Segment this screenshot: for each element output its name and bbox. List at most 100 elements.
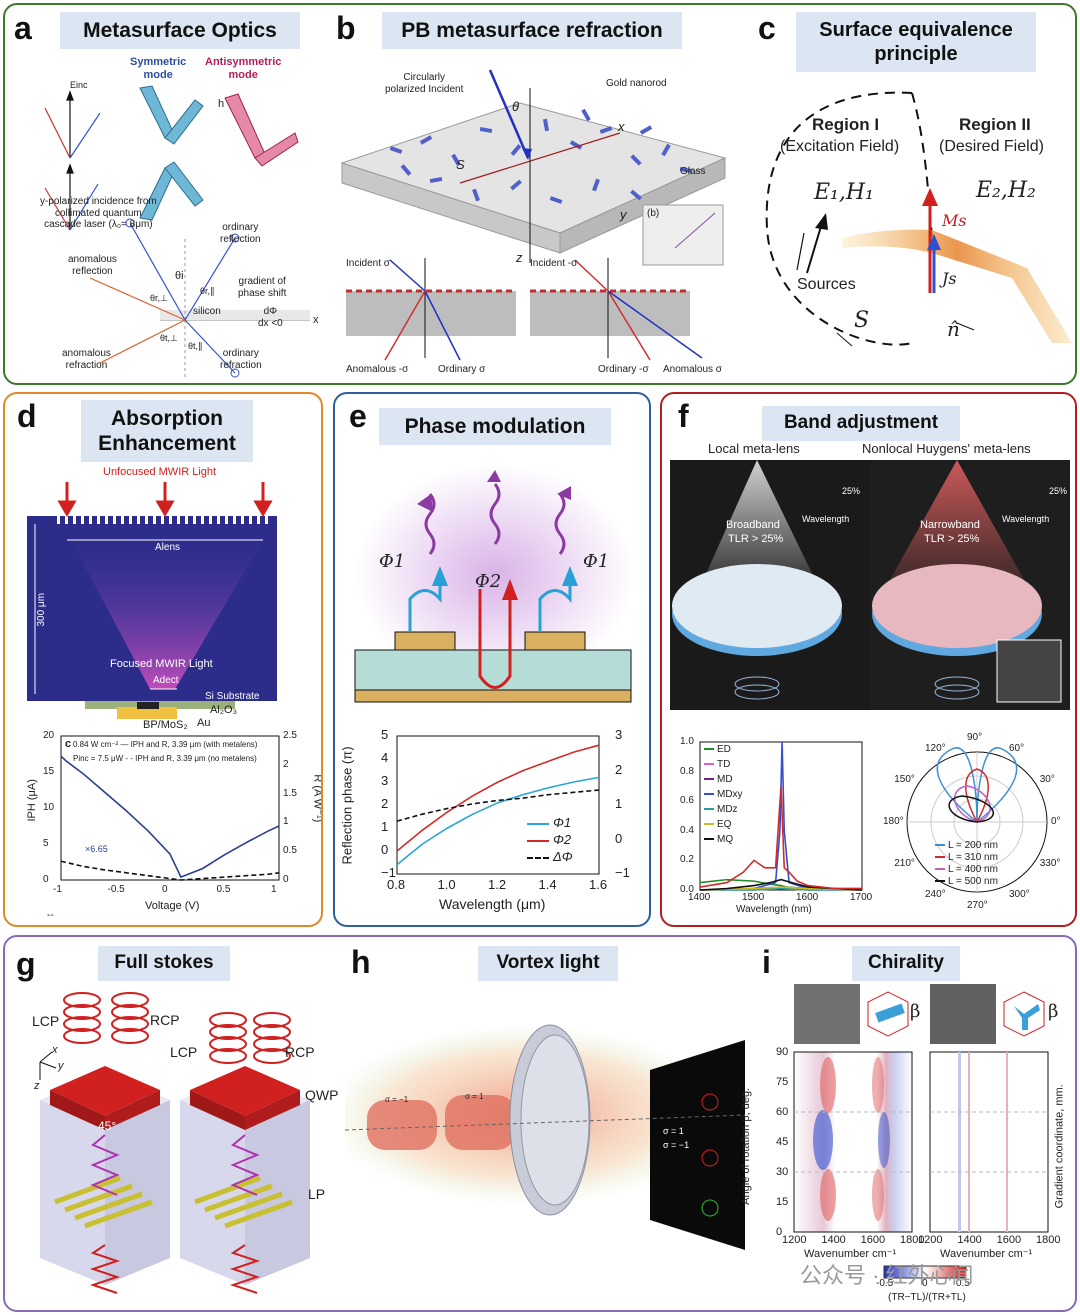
series-line-0 — [396, 776, 600, 866]
label-anomalous-sigma: Anomalous σ — [663, 364, 722, 375]
label-300um: 300 μm — [36, 592, 48, 627]
x-tick: 0.5 — [216, 884, 231, 895]
panel-title: Vortex light — [478, 946, 618, 981]
panel-letter: a — [14, 10, 32, 46]
label-normal: n̂ — [947, 317, 960, 341]
label-cbar-min: -0.5 — [876, 1278, 894, 1289]
watermark: 公众号 · 红外心闻 — [800, 1263, 974, 1288]
panel-title: Chirality — [852, 946, 960, 981]
y-tick: 0.8 — [680, 765, 694, 777]
label-axis-y: y — [58, 1060, 64, 1072]
panel-a: a Metasurface Optics — [10, 8, 330, 383]
label-theta-i: θi — [175, 270, 184, 282]
x-tick: -1 — [53, 884, 62, 895]
label-tlr-2: TLR > 25% — [924, 533, 980, 545]
series-line-7 — [699, 786, 862, 890]
label-rcp-1: RCP — [150, 1012, 180, 1028]
label-inset: (b) — [647, 208, 660, 219]
x0-tick: 1800 — [900, 1234, 925, 1246]
y-tick: 30 — [776, 1166, 789, 1178]
y-tick: 0 — [776, 1226, 783, 1238]
label-theta-t2: θt,∥ — [188, 341, 203, 351]
x-tick: 0.8 — [387, 877, 406, 892]
panel-letter: e — [349, 398, 367, 434]
polar-angle-tick: 60° — [1009, 743, 1025, 755]
series-line-3 — [699, 741, 863, 891]
label-glass: Glass — [680, 166, 706, 177]
label-si-substrate: Si Substrate — [205, 691, 260, 702]
x-tick: 1500 — [742, 892, 765, 903]
x1-tick: 1400 — [957, 1234, 982, 1246]
panel-letter: g — [16, 946, 36, 982]
x-axis-label: Wavelength (nm) — [736, 904, 812, 915]
panel-d: d Absorption Enhancement — [3, 392, 323, 927]
label-factor: ×6.65 — [85, 844, 108, 854]
label-ylabel: Angle of rotation β, deg. — [740, 1087, 753, 1205]
panel-title: Absorption Enhancement — [81, 400, 253, 463]
panel-b: b PB metasurface refraction — [330, 8, 750, 383]
label-screen-sigma-1: σ = 1 — [663, 1126, 684, 1136]
label-h: h — [218, 98, 225, 110]
y-tick: 0 — [381, 842, 389, 857]
label-y: y — [620, 207, 627, 222]
polar-angle-tick: 240° — [925, 888, 946, 900]
legend-entry: MQ — [704, 834, 733, 846]
panel-letter: f — [678, 398, 689, 434]
x-tick: 1.2 — [488, 877, 507, 892]
label-x-axis: x — [313, 314, 319, 326]
x-tick: -0.5 — [107, 884, 125, 895]
x0-tick: 1200 — [782, 1234, 807, 1246]
label-sigma-1: σ = 1 — [465, 1092, 484, 1101]
label-bp-mos2: BP/MoS₂ — [143, 719, 188, 731]
scattering-spectrum-plot — [699, 741, 863, 891]
y-tick: 5 — [43, 838, 49, 849]
label-lcp-2: LCP — [170, 1044, 198, 1060]
polar-angle-tick: 210° — [894, 858, 915, 869]
polar-angle-tick: 120° — [925, 743, 946, 755]
x-tick: 1.6 — [589, 877, 608, 892]
legend-entry: TD — [704, 759, 730, 771]
label-adect: Adect — [153, 675, 179, 686]
phase-modulation-diagram — [354, 464, 635, 875]
label-y2label: Gradient coordinate, mm. — [1053, 1084, 1066, 1209]
panel-title: Full stokes — [98, 946, 230, 981]
label-region-1: Region I — [812, 115, 880, 134]
panel-letter: d — [17, 398, 37, 434]
y-tick: 90 — [776, 1046, 789, 1058]
panel-letter: i — [762, 944, 771, 980]
y-tick: 0.0 — [680, 884, 694, 895]
label-rcp-2: RCP — [285, 1044, 315, 1060]
panel-g: g Full stokes — [10, 940, 345, 1310]
label-theta-r2: θr,∥ — [200, 286, 215, 296]
x1-tick: 1200 — [918, 1234, 943, 1246]
iph-plot — [60, 755, 280, 881]
label-cbar-max: 0.5 — [956, 1278, 970, 1289]
label-al2o3: Al₂O₃ — [210, 704, 238, 716]
y-tick: 15 — [43, 766, 55, 777]
label-e2-h2: E₂,H₂ — [976, 178, 1036, 203]
y-tick: 5 — [381, 727, 389, 742]
y-tick: 0 — [43, 874, 49, 885]
polar-legend-entry: L = 310 nm — [935, 852, 998, 864]
panel-letter: c — [758, 10, 776, 46]
full-stokes-diagram — [39, 992, 310, 1294]
x1-tick: 1800 — [1036, 1234, 1061, 1246]
label-xlabel-2: Wavenumber cm⁻¹ — [940, 1248, 1033, 1260]
label-ordinary-reflection: ordinary reflection — [220, 222, 261, 245]
label-S: S — [456, 157, 465, 172]
y2-tick: 0 — [283, 874, 289, 885]
panel-title: Metasurface Optics — [60, 12, 300, 50]
label-excitation-field: (Excitation Field) — [780, 138, 900, 155]
panel-h: h Vortex light σ = −1 σ = 1 σ = 1 σ = −1 — [345, 940, 745, 1310]
label-ordinary-neg-sigma: Ordinary -σ — [598, 364, 649, 375]
label-ordinary-refraction: ordinary refraction — [220, 348, 262, 371]
legend-entry: MDxy — [704, 789, 743, 801]
x-tick: 1.0 — [437, 877, 456, 892]
x-tick: 1600 — [796, 892, 819, 903]
label-xlabel: Voltage (V) — [145, 900, 200, 912]
x-tick: 1400 — [688, 892, 711, 903]
polar-angle-tick: 150° — [894, 774, 915, 785]
band-adjustment-diagram — [670, 460, 1070, 893]
label-z: z — [516, 250, 523, 265]
label-axis-x: x — [52, 1044, 58, 1056]
